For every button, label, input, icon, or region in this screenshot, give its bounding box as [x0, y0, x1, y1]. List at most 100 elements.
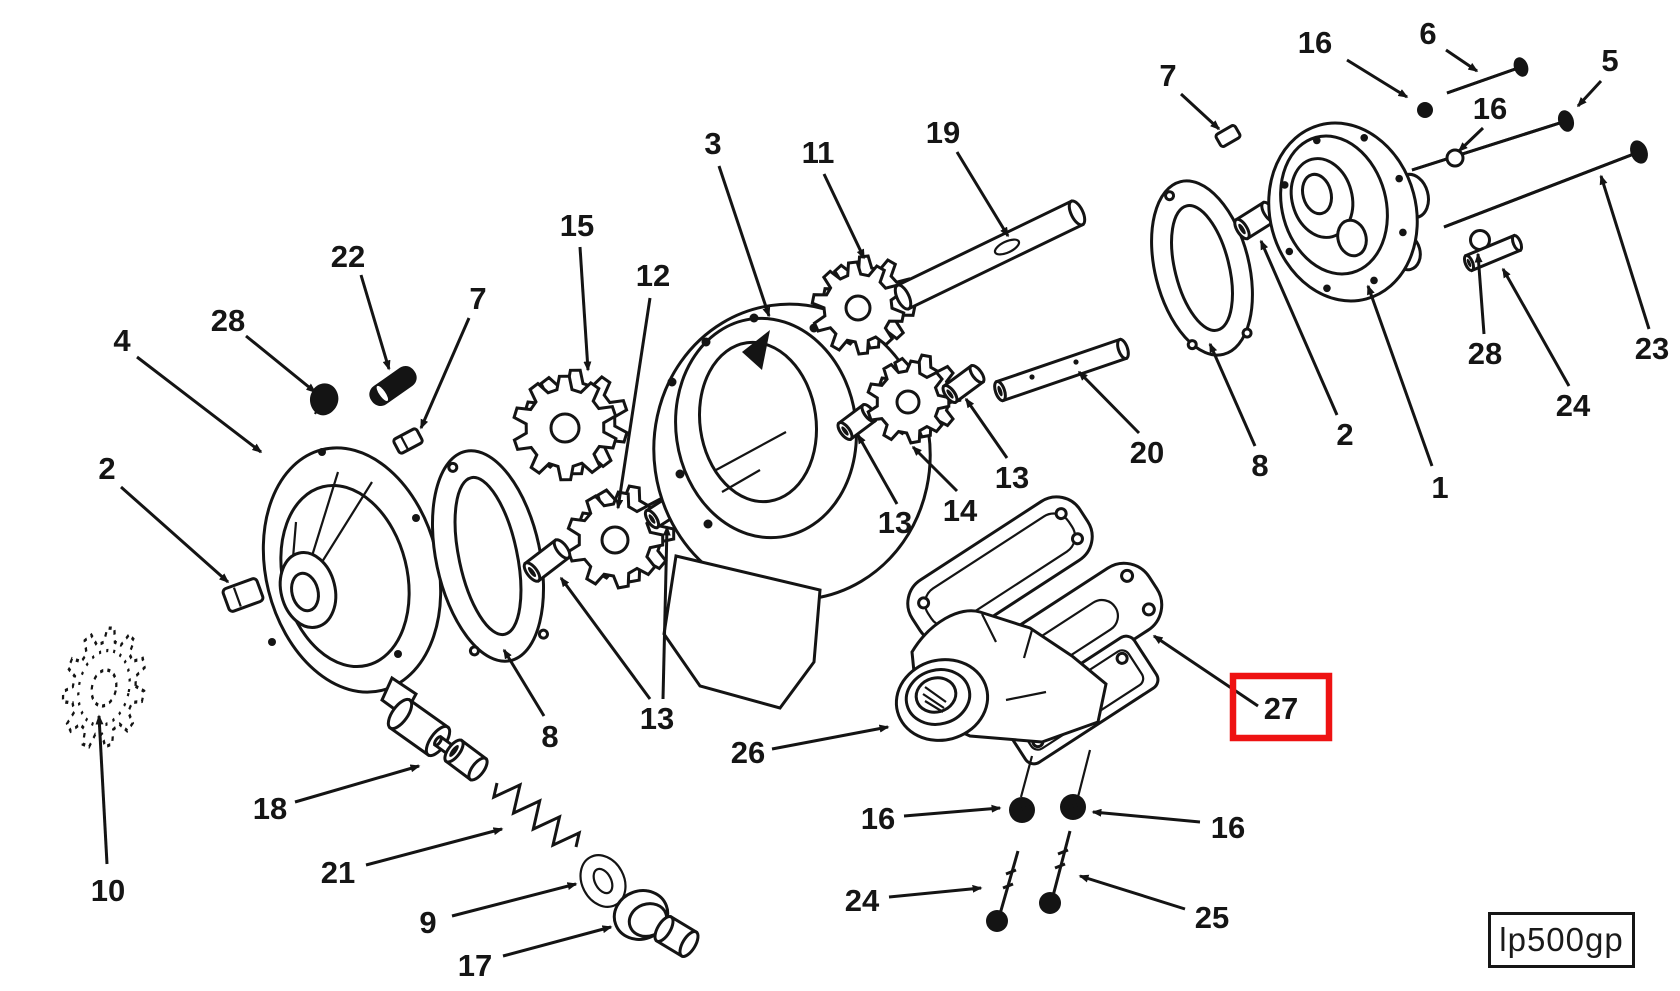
callout-16-bottom-right[interactable]: 16: [1091, 808, 1245, 845]
part-number-label: 15: [560, 208, 594, 243]
leader-arrow: [1346, 58, 1409, 99]
part-4-mounting-flange: [261, 446, 443, 719]
leader-arrow: [1501, 267, 1571, 387]
callout-13-mid[interactable]: 13: [964, 397, 1029, 495]
part-number-label: 13: [640, 701, 674, 736]
callout-2-left[interactable]: 2: [98, 451, 230, 584]
leader-arrow: [1445, 48, 1479, 73]
part-26-valve-housing: [894, 609, 1160, 766]
part-16-grommet-b: [1060, 749, 1092, 820]
callout-15[interactable]: 15: [560, 208, 594, 372]
leader-arrow: [1208, 342, 1257, 447]
leader-arrow: [559, 576, 652, 700]
part-number-label: 24: [845, 883, 880, 918]
part-number-label: 27: [1264, 691, 1298, 726]
callout-13-bottom[interactable]: 13: [559, 525, 674, 736]
part-number-label: 11: [802, 135, 835, 170]
part-8-gasket-right: [1150, 179, 1254, 357]
callout-10[interactable]: 10: [91, 714, 125, 908]
leader-arrow: [888, 884, 983, 899]
leader-arrow: [578, 246, 592, 372]
part-number-label: 25: [1195, 900, 1229, 935]
leader-arrow: [1179, 92, 1221, 131]
callout-27[interactable]: 27: [1152, 634, 1298, 726]
part-number-label: 24: [1556, 388, 1591, 423]
leader-arrow: [1077, 370, 1141, 435]
callout-4[interactable]: 4: [113, 323, 263, 454]
part-22-plug: [369, 366, 417, 406]
part-14-gear: [866, 353, 962, 445]
callout-7-left[interactable]: 7: [419, 281, 487, 430]
part-11-gear: [810, 254, 917, 356]
callout-17[interactable]: 17: [458, 925, 613, 983]
part-10-drive-gear-ghost: [61, 626, 146, 749]
callout-25[interactable]: 25: [1078, 874, 1229, 935]
part-number-label: 10: [91, 873, 125, 908]
leader-arrow: [1259, 239, 1339, 416]
part-21-spring: [491, 782, 582, 848]
part-5-bolt: [1411, 110, 1575, 172]
callout-20[interactable]: 20: [1077, 370, 1164, 470]
callout-23[interactable]: 23: [1599, 174, 1669, 366]
callout-9[interactable]: 9: [419, 882, 578, 940]
part-25-bolt-bottom: [1039, 830, 1072, 914]
callout-7-top[interactable]: 7: [1159, 58, 1221, 131]
highlight-box-part-27[interactable]: [1229, 672, 1333, 742]
callout-28-left[interactable]: 28: [211, 303, 317, 394]
callout-26[interactable]: 26: [731, 724, 890, 770]
callout-8-left[interactable]: 8: [502, 648, 559, 754]
part-number-label: 6: [1419, 16, 1436, 51]
callout-18[interactable]: 18: [253, 764, 421, 826]
callout-11[interactable]: 11: [802, 135, 866, 260]
callout-1[interactable]: 1: [1366, 284, 1449, 505]
leader-arrow: [294, 764, 421, 804]
part-16-grommet-a: [1009, 755, 1035, 823]
leader-arrow: [136, 355, 263, 454]
callout-5[interactable]: 5: [1576, 43, 1619, 108]
part-13-bushing-d: [941, 363, 986, 405]
part-23-bolt: [1443, 140, 1648, 229]
leader-arrow: [911, 445, 959, 493]
part-17-valve-plug: [612, 889, 700, 959]
part-number-label: 22: [331, 239, 365, 274]
callout-19[interactable]: 19: [926, 115, 1010, 238]
part-7-pin-left: [392, 427, 424, 455]
leader-arrow: [1576, 79, 1603, 108]
callout-28-right[interactable]: 28: [1468, 252, 1502, 371]
leader-arrow: [419, 317, 471, 430]
callout-16-bottom-left[interactable]: 16: [861, 801, 1002, 836]
leader-arrow: [120, 485, 230, 584]
callout-21[interactable]: 21: [321, 827, 504, 890]
leader-arrow: [245, 334, 317, 394]
callout-13-left[interactable]: 13: [856, 433, 912, 540]
callout-6[interactable]: 6: [1419, 16, 1479, 73]
callout-12[interactable]: 12: [615, 258, 670, 510]
leader-arrow: [615, 297, 652, 510]
part-number-label: 18: [253, 791, 287, 826]
leader-arrow: [451, 882, 578, 918]
callout-16-top[interactable]: 16: [1298, 25, 1409, 99]
leader-arrow: [1152, 634, 1259, 708]
callout-2-right[interactable]: 2: [1259, 239, 1354, 452]
part-2-bushing-right: [1233, 200, 1278, 241]
part-number-label: 8: [541, 719, 558, 754]
part-2-key-left: [221, 577, 265, 613]
part-number-label: 4: [113, 323, 131, 358]
part-number-label: 12: [636, 258, 670, 293]
callout-24-bottom[interactable]: 24: [845, 883, 983, 918]
part-number-label: 2: [98, 451, 115, 486]
part-13-bushing-a: [522, 538, 572, 583]
callout-24-right[interactable]: 24: [1501, 267, 1591, 423]
callout-8-right[interactable]: 8: [1208, 342, 1269, 483]
part-number-label: 16: [1298, 25, 1332, 60]
part-number-label: 19: [926, 115, 960, 150]
leader-arrow: [771, 724, 890, 751]
part-27-cover-gasket: [906, 495, 1094, 645]
part-20-idler-shaft: [993, 337, 1130, 403]
callout-14[interactable]: 14: [911, 445, 978, 528]
callout-16-upper[interactable]: 16: [1457, 91, 1507, 153]
part-number-label: 23: [1635, 331, 1669, 366]
callout-3[interactable]: 3: [704, 126, 771, 318]
callout-22[interactable]: 22: [331, 239, 391, 371]
